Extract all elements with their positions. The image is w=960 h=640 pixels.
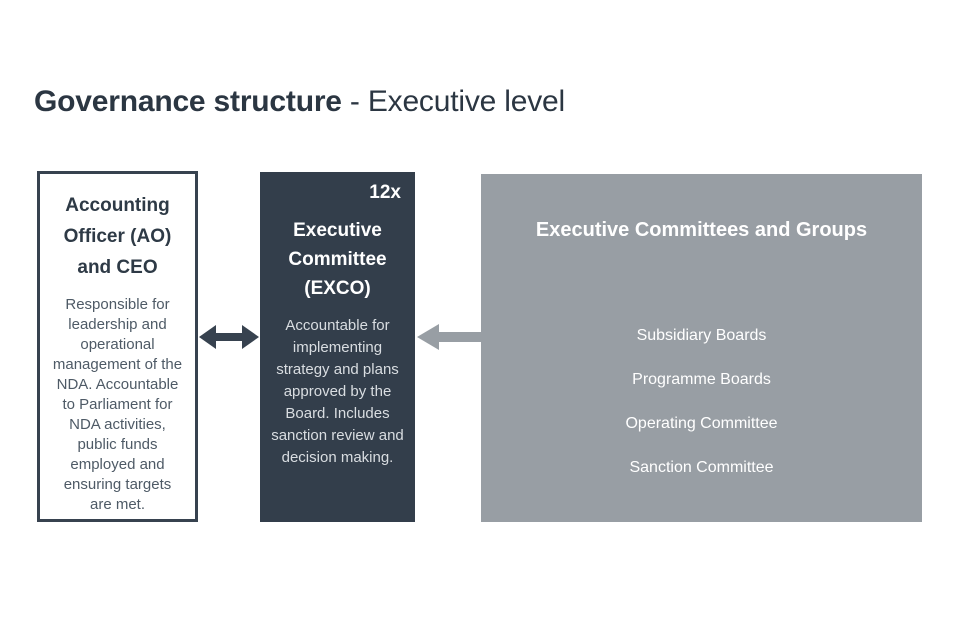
left-arrow-icon [417,322,483,352]
node-exco-body: Accountable for implementing strategy an… [271,317,404,466]
node-executive-committees-and-groups: Executive Committees and Groups Subsidia… [481,174,922,522]
page-title-rest: - Executive level [341,85,565,119]
node-exco-heading: Executive Committee (EXCO) [288,220,387,299]
group-list: Subsidiary Boards Programme Boards Opera… [481,314,922,490]
double-headed-arrow-icon [199,322,259,352]
list-item: Operating Committee [625,415,778,432]
exco-count-badge: 12x [369,182,401,203]
page-title: Governance structure - Executive level [34,82,565,122]
page-title-strong: Governance structure [34,85,342,119]
node-accounting-officer-body: Responsible for leadership and operation… [52,296,183,513]
list-item: Programme Boards [632,371,771,388]
list-item: Subsidiary Boards [636,327,767,344]
node-accounting-officer: Accounting Officer (AO) and CEO Responsi… [37,171,198,522]
node-groups-heading: Executive Committees and Groups [535,219,868,241]
list-item: Sanction Committee [629,459,774,476]
node-exco: 12x Executive Committee (EXCO) Accountab… [260,172,415,522]
node-accounting-officer-heading: Accounting Officer (AO) and CEO [63,195,172,278]
